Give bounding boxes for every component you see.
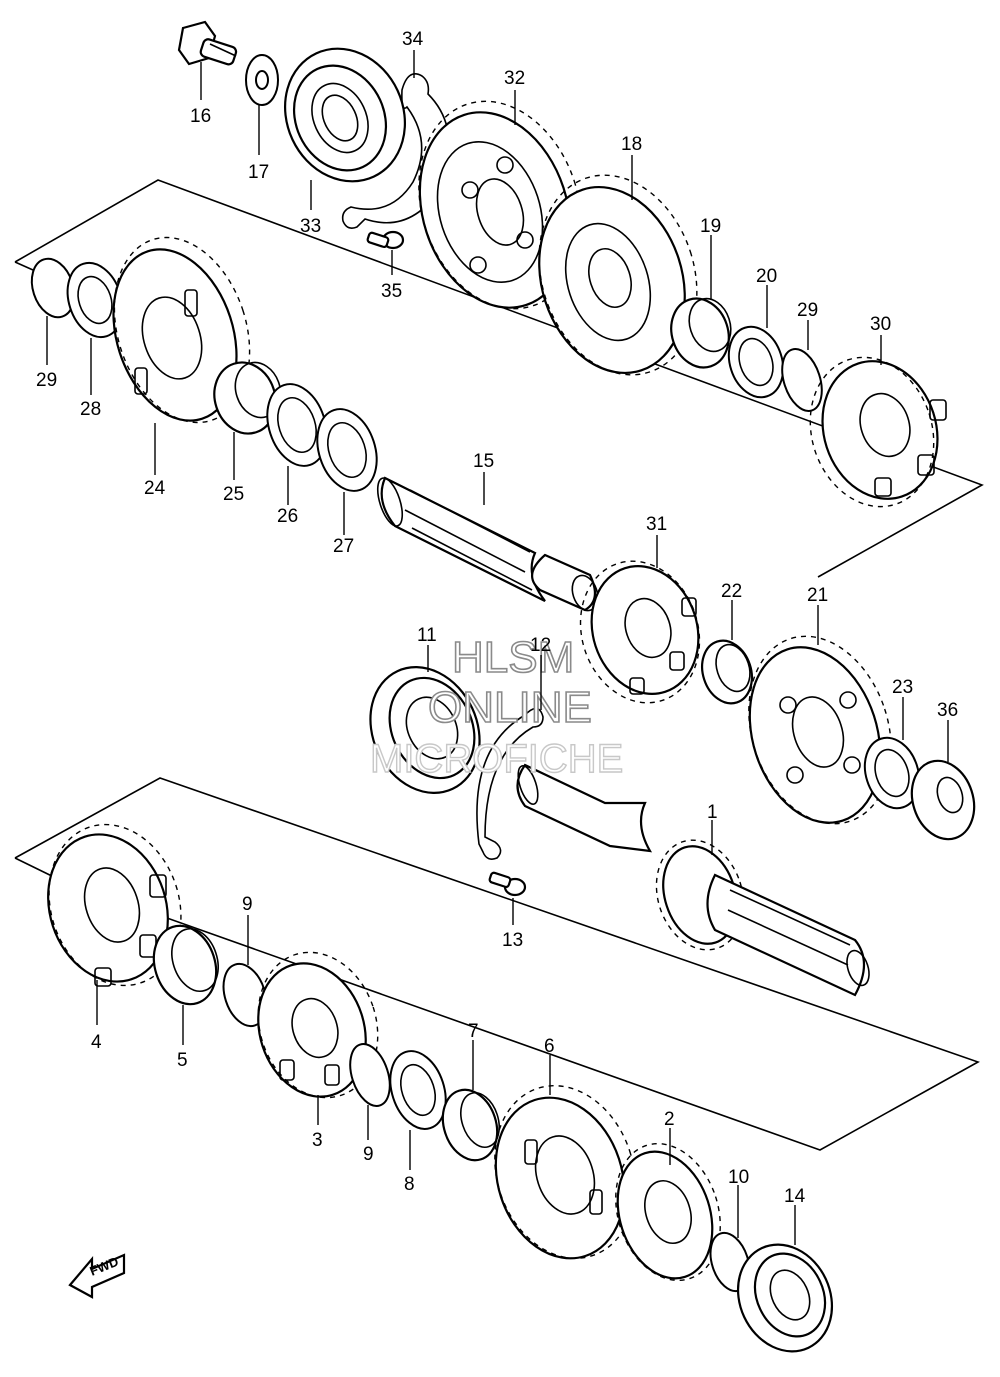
gear-4 <box>47 823 182 987</box>
bearing-36 <box>910 759 976 841</box>
driveshaft-1 <box>516 763 870 997</box>
callout-labels: 16 17 33 34 32 35 18 19 20 29 30 29 28 2… <box>36 29 958 1207</box>
callout-12: 12 <box>530 635 551 656</box>
screw-13 <box>488 871 527 897</box>
callout-29-left: 29 <box>36 370 57 391</box>
washer-20 <box>727 325 785 399</box>
bushing-22 <box>701 639 753 705</box>
bushing-5 <box>152 924 219 1006</box>
bushing-7 <box>441 1088 500 1162</box>
callout-32: 32 <box>504 68 525 89</box>
washer-17 <box>245 54 279 106</box>
washer-23 <box>863 736 921 810</box>
bushing-25 <box>213 361 282 435</box>
gear-3 <box>257 951 379 1099</box>
callout-29-right: 29 <box>797 300 818 321</box>
watermark-line-3: MICROFICHE <box>370 737 623 781</box>
callout-18: 18 <box>621 134 642 155</box>
callout-13: 13 <box>502 930 523 951</box>
callout-8: 8 <box>404 1174 415 1195</box>
callout-27: 27 <box>333 536 354 557</box>
callout-14: 14 <box>784 1186 806 1207</box>
circlip-9-lower <box>349 1043 391 1107</box>
screw-35 <box>366 230 405 250</box>
watermark-line-2: ONLINE <box>428 683 592 732</box>
watermark-line-1: HLSM <box>452 633 574 682</box>
callout-21: 21 <box>807 585 828 606</box>
gear-2 <box>615 1142 721 1282</box>
gear-21 <box>748 635 892 825</box>
bearing-11 <box>369 666 481 794</box>
callout-26: 26 <box>277 506 298 527</box>
countershaft-15 <box>376 476 599 612</box>
gear-31 <box>579 560 701 704</box>
callout-11: 11 <box>417 625 437 646</box>
callout-17: 17 <box>248 162 269 183</box>
leader-lines <box>46 50 949 1245</box>
callout-31: 31 <box>646 514 667 535</box>
gear-30 <box>809 356 947 508</box>
lock-washer-27 <box>316 408 378 492</box>
callout-10: 10 <box>728 1167 749 1188</box>
callout-23: 23 <box>892 677 913 698</box>
callout-34: 34 <box>402 29 424 50</box>
forward-arrow-icon: FWD <box>68 1253 126 1299</box>
gear-32 <box>418 100 582 310</box>
callout-36: 36 <box>937 700 958 721</box>
callout-33: 33 <box>300 216 321 237</box>
bolt-16 <box>177 20 238 66</box>
callout-22: 22 <box>721 581 742 602</box>
callout-9-lower: 9 <box>363 1144 374 1165</box>
callout-1: 1 <box>707 802 718 823</box>
gear-24 <box>112 236 251 424</box>
callout-20: 20 <box>756 266 777 287</box>
callout-15: 15 <box>473 451 494 472</box>
callout-2: 2 <box>664 1109 675 1130</box>
callout-16: 16 <box>190 106 211 127</box>
gear-6 <box>494 1085 636 1260</box>
callout-24: 24 <box>144 478 166 499</box>
gear-18 <box>538 174 698 376</box>
retainer-plate-34 <box>341 73 450 229</box>
bushing-19 <box>670 297 732 369</box>
retainer-plate-12 <box>476 707 544 860</box>
callout-9-upper: 9 <box>242 894 253 915</box>
circlip-29-right <box>781 348 823 412</box>
callout-35: 35 <box>381 281 402 302</box>
callout-19: 19 <box>700 216 721 237</box>
bearing-14 <box>736 1243 834 1353</box>
washer-8 <box>389 1050 447 1130</box>
callout-5: 5 <box>177 1050 188 1071</box>
watermark: HLSM ONLINE MICROFICHE <box>369 632 624 782</box>
callout-25: 25 <box>223 484 244 505</box>
callout-3: 3 <box>312 1130 323 1151</box>
callout-28: 28 <box>80 399 101 420</box>
callout-30: 30 <box>870 314 891 335</box>
callout-7: 7 <box>468 1021 479 1042</box>
bearing-33 <box>283 47 407 183</box>
callout-4: 4 <box>91 1032 102 1053</box>
callout-6: 6 <box>544 1036 555 1057</box>
